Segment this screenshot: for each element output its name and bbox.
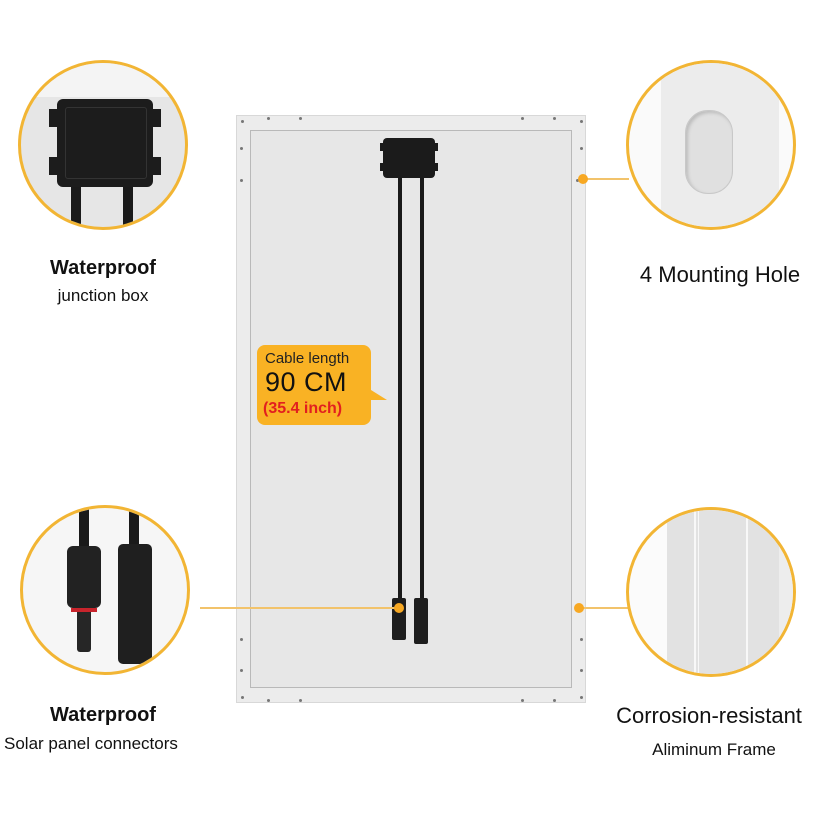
rivet [553, 117, 556, 120]
frame-subtitle: Aliminum Frame [652, 740, 776, 759]
cable-length-badge: Cable length 90 CM (35.4 inch) [257, 345, 371, 425]
rivet [580, 120, 583, 123]
junction-box-circle [18, 60, 188, 230]
cable-length-value: 90 CM [265, 367, 348, 397]
mounting-hole-icon [685, 110, 733, 194]
rivet [580, 696, 583, 699]
rivet [240, 147, 243, 150]
connectors-subtitle: Solar panel connectors [4, 734, 178, 753]
mounting-hole-circle [626, 60, 796, 230]
cable-right [420, 178, 424, 598]
connectors-marker [394, 603, 404, 613]
connectors-leader-line [200, 607, 400, 609]
rivet [553, 699, 556, 702]
rivet [241, 696, 244, 699]
cable-length-inch: (35.4 inch) [263, 400, 343, 417]
rivet [241, 120, 244, 123]
rivet [240, 669, 243, 672]
connectors-title: Waterproof [50, 704, 156, 726]
junction-box-tab [380, 163, 384, 171]
mounting-hole-title: 4 Mounting Hole [639, 262, 801, 287]
mounting-hole-marker [578, 174, 588, 184]
rivet [299, 699, 302, 702]
rivet [240, 179, 243, 182]
rivet [240, 638, 243, 641]
junction-box [383, 138, 435, 178]
aluminum-frame-icon [667, 510, 779, 674]
mc4-female-connector [414, 598, 428, 644]
junction-box-title: Waterproof [50, 257, 156, 279]
junction-box-icon [57, 99, 153, 187]
frame-title: Corrosion-resistant [616, 703, 802, 728]
junction-box-subtitle: junction box [57, 286, 149, 305]
connectors-circle [20, 505, 190, 675]
rivet [267, 699, 270, 702]
badge-pointer [371, 390, 387, 400]
junction-box-tab [380, 143, 384, 151]
cable-length-label: Cable length [265, 350, 350, 367]
junction-box-tab [434, 143, 438, 151]
mc4-female-icon [118, 544, 152, 664]
rivet [267, 117, 270, 120]
frame-marker [574, 603, 584, 613]
rivet [576, 179, 579, 182]
mounting-hole-leader-line [579, 178, 629, 180]
frame-circle [626, 507, 796, 677]
rivet [580, 147, 583, 150]
rivet [580, 669, 583, 672]
rivet [580, 638, 583, 641]
frame-leader-line [579, 607, 629, 609]
rivet [299, 117, 302, 120]
rivet [521, 699, 524, 702]
rivet [521, 117, 524, 120]
junction-box-tab [434, 163, 438, 171]
mc4-connector-icon [67, 546, 101, 608]
cable-left [398, 178, 402, 598]
